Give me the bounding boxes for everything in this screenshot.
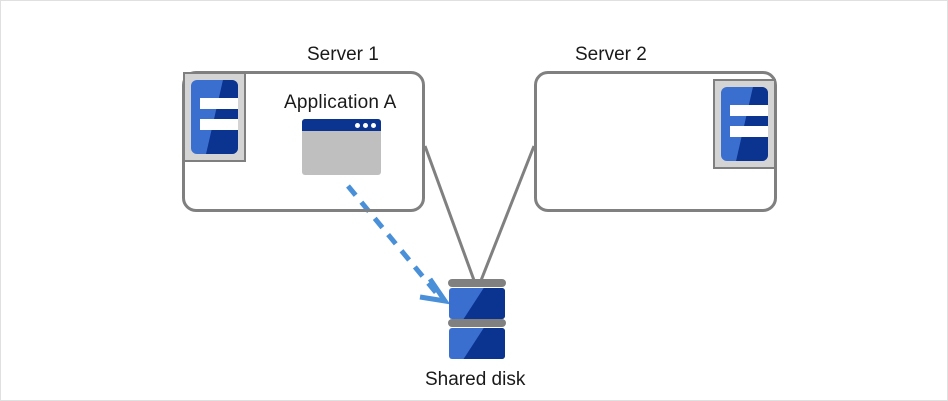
server-machine-icon [183, 72, 246, 162]
server-icon-shade [206, 80, 238, 154]
server-icon-body [721, 87, 768, 161]
server-icon-slot-bar [200, 119, 238, 130]
disk-platter [449, 328, 505, 359]
access-arrow-head-icon [419, 277, 451, 305]
access-arrow-line [346, 184, 440, 297]
server-icon-body [191, 80, 238, 154]
window-control-dot-icon [355, 123, 360, 128]
disk-platter-shade [463, 328, 505, 359]
connector-server1-to-disk [423, 145, 477, 284]
shared-disk-label: Shared disk [425, 369, 526, 390]
disk-platter [449, 288, 505, 319]
disk-platter-shade [463, 288, 505, 319]
server-icon-slot-bar [200, 98, 238, 109]
window-control-dot-icon [371, 123, 376, 128]
server-icon-slot-bar [730, 126, 768, 137]
disk-cap [448, 319, 506, 327]
disk-cap [448, 279, 506, 287]
connector-server2-to-disk [478, 145, 536, 284]
server-1-title: Server 1 [307, 44, 379, 65]
server-icon-slot-bar [730, 105, 768, 116]
window-control-dot-icon [363, 123, 368, 128]
server-machine-icon [713, 79, 776, 169]
application-window-icon [302, 119, 381, 175]
shared-disk-icon [448, 279, 506, 363]
application-window-titlebar [302, 119, 381, 131]
application-a-label: Application A [284, 92, 397, 113]
server-icon-shade [736, 87, 768, 161]
server-2-title: Server 2 [575, 44, 647, 65]
